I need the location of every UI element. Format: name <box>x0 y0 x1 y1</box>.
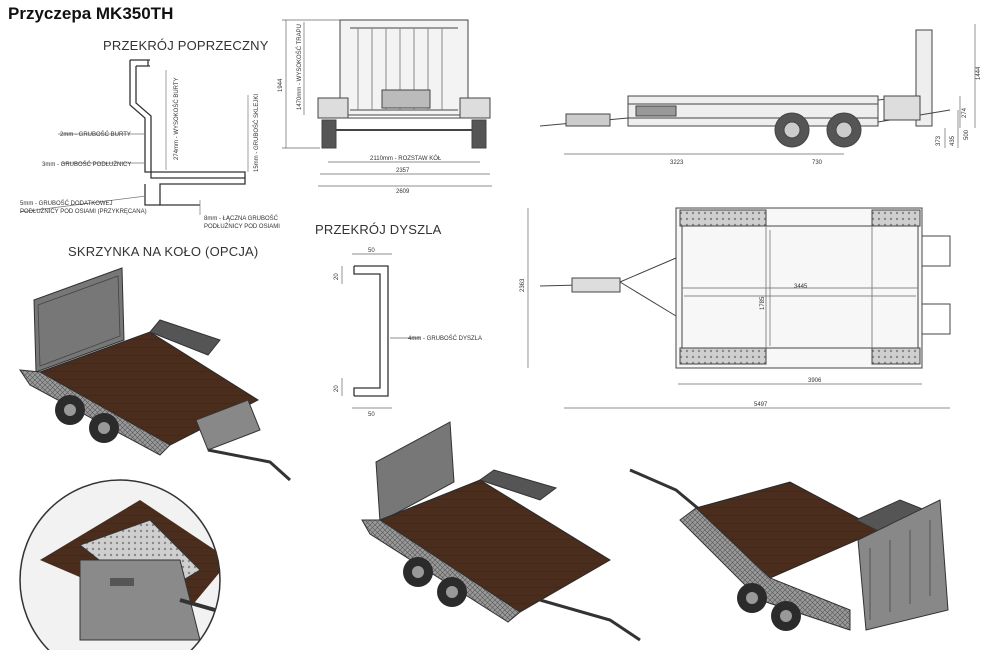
trailer-render-left <box>18 267 292 482</box>
drawbar-flange-top: 20 <box>334 273 340 280</box>
wheel-box-title: SKRZYNKA NA KOŁO (OPCJA) <box>68 244 259 259</box>
label-extra-thickness-2: PODŁUŻNICY POD OSIAMI (PRZYKRĘCANA) <box>20 208 147 215</box>
front-width-outer: 2609 <box>396 189 410 195</box>
side-deck-height: 435 <box>950 135 956 146</box>
label-extra-thickness-1: 5mm - GRUBOŚĆ DODATKOWEJ <box>20 199 113 207</box>
drawbar-flange-bottom: 20 <box>334 385 340 392</box>
front-ramp-height: 1470mm - WYSOKOŚĆ TRAPU <box>295 24 303 110</box>
trailer-render-center <box>361 421 641 642</box>
side-view-drawing <box>539 29 951 148</box>
label-total-thickness-2: PODŁUŻNICY POD OSIAMI <box>204 223 280 230</box>
page-title: Przyczepa MK350TH <box>8 4 174 23</box>
top-width-inner: 1785 <box>760 296 766 310</box>
drawbar-width-top: 50 <box>368 248 375 254</box>
top-view-dimensions <box>527 208 950 409</box>
side-length-front: 3223 <box>670 160 684 166</box>
top-width-total: 2363 <box>520 278 526 292</box>
top-view-drawing <box>539 207 951 369</box>
top-length-inner: 3445 <box>794 284 808 290</box>
drawbar-section-title: PRZEKRÓJ DYSZLA <box>315 222 442 237</box>
side-wall-height: 274 <box>962 107 968 118</box>
front-track: 2110mm - ROZSTAW KÓŁ <box>370 155 442 162</box>
side-ramp-base: 500 <box>964 129 970 140</box>
drawbar-thickness: 4mm - GRUBOŚĆ DYSZLA <box>408 334 482 342</box>
front-width-inner: 2357 <box>396 168 410 174</box>
cross-section-title: PRZEKRÓJ POPRZECZNY <box>103 38 269 53</box>
cross-section-drawing <box>129 59 246 206</box>
front-view-dimensions <box>282 19 492 187</box>
front-view-drawing <box>317 19 491 149</box>
top-length-total: 5497 <box>754 402 768 408</box>
wheel-box-detail <box>19 479 221 650</box>
label-plywood-thickness: 15mm - GRUBOŚĆ SKLEJKI <box>252 94 260 172</box>
label-total-thickness-1: 8mm - ŁĄCZNA GRUBOŚĆ <box>204 214 279 222</box>
label-side-thickness: 2mm - GRUBOŚĆ BURTY <box>60 130 131 138</box>
front-height-total: 1944 <box>278 78 284 92</box>
label-side-height: 274mm - WYSOKOŚĆ BURTY <box>172 77 180 160</box>
side-view-dimensions <box>564 24 976 155</box>
drawbar-section-drawing <box>353 265 389 397</box>
drawbar-width-bottom: 50 <box>368 412 375 418</box>
label-stringer-thickness: 3mm - GRUBOŚĆ PODŁUŻNICY <box>42 160 131 168</box>
side-wheel-height: 373 <box>936 135 942 146</box>
drawbar-dimensions <box>341 253 420 409</box>
trailer-render-right <box>629 468 949 631</box>
cross-section-leaders <box>19 70 249 215</box>
side-axle-spacing: 730 <box>812 160 823 166</box>
side-ramp-height: 1444 <box>976 66 982 80</box>
top-length-box: 3906 <box>808 378 822 384</box>
